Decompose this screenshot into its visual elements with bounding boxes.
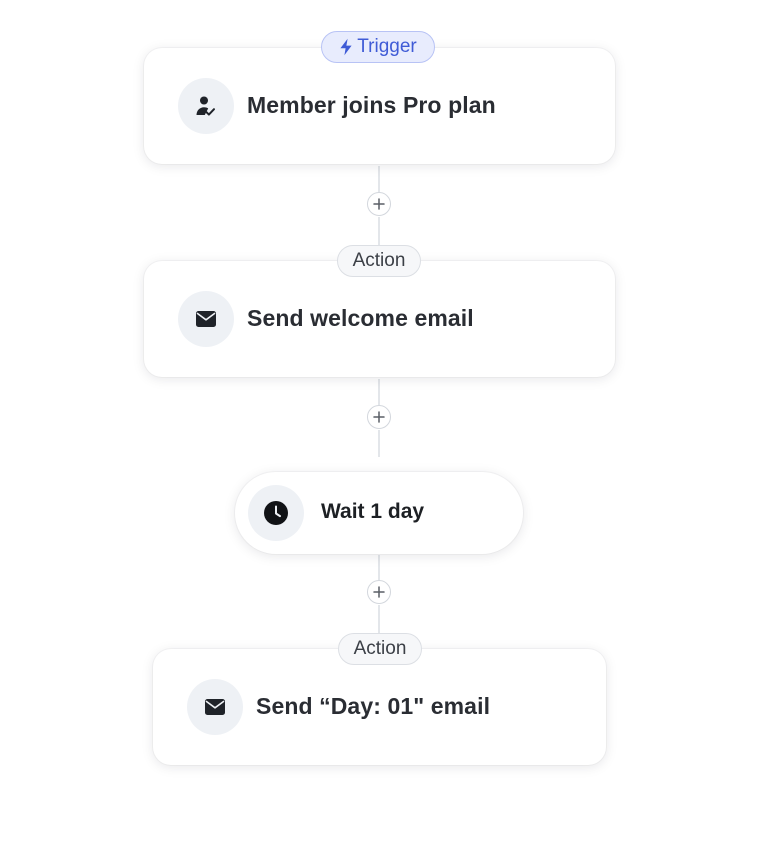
add-step-button[interactable] <box>367 405 391 429</box>
connector-line <box>378 217 380 245</box>
trigger-tag: Trigger <box>321 31 435 63</box>
plus-icon <box>373 198 385 210</box>
connector-line <box>378 166 380 193</box>
user-check-icon <box>196 96 215 116</box>
lightning-icon <box>340 38 352 56</box>
action-icon-container <box>178 291 234 347</box>
connector-line <box>378 555 380 581</box>
trigger-tag-label: Trigger <box>357 36 417 57</box>
plus-icon <box>373 411 385 423</box>
action-tag-label: Action <box>352 250 406 271</box>
clock-icon <box>264 501 288 525</box>
envelope-icon <box>196 311 216 327</box>
wait-icon-container <box>248 485 304 541</box>
plus-icon <box>373 586 385 598</box>
action-card-day-01-email[interactable]: Send “Day: 01" email <box>153 649 606 765</box>
action-tag: Action <box>337 245 421 277</box>
action-tag: Action <box>338 633 422 665</box>
connector-line <box>378 430 380 457</box>
action-title: Send welcome email <box>247 305 474 331</box>
add-step-button[interactable] <box>367 192 391 216</box>
connector-line <box>378 605 380 633</box>
wait-step[interactable]: Wait 1 day <box>235 472 523 554</box>
action-title: Send “Day: 01" email <box>256 693 491 719</box>
wait-title: Wait 1 day <box>321 500 425 523</box>
trigger-card[interactable]: Member joins Pro plan <box>144 48 615 164</box>
add-step-button[interactable] <box>367 580 391 604</box>
connector-line <box>378 379 380 406</box>
action-tag-label: Action <box>353 638 407 659</box>
action-card-welcome-email[interactable]: Send welcome email <box>144 261 615 377</box>
trigger-icon-container <box>178 78 234 134</box>
envelope-icon <box>205 699 225 715</box>
trigger-title: Member joins Pro plan <box>247 92 496 118</box>
action-icon-container <box>187 679 243 735</box>
